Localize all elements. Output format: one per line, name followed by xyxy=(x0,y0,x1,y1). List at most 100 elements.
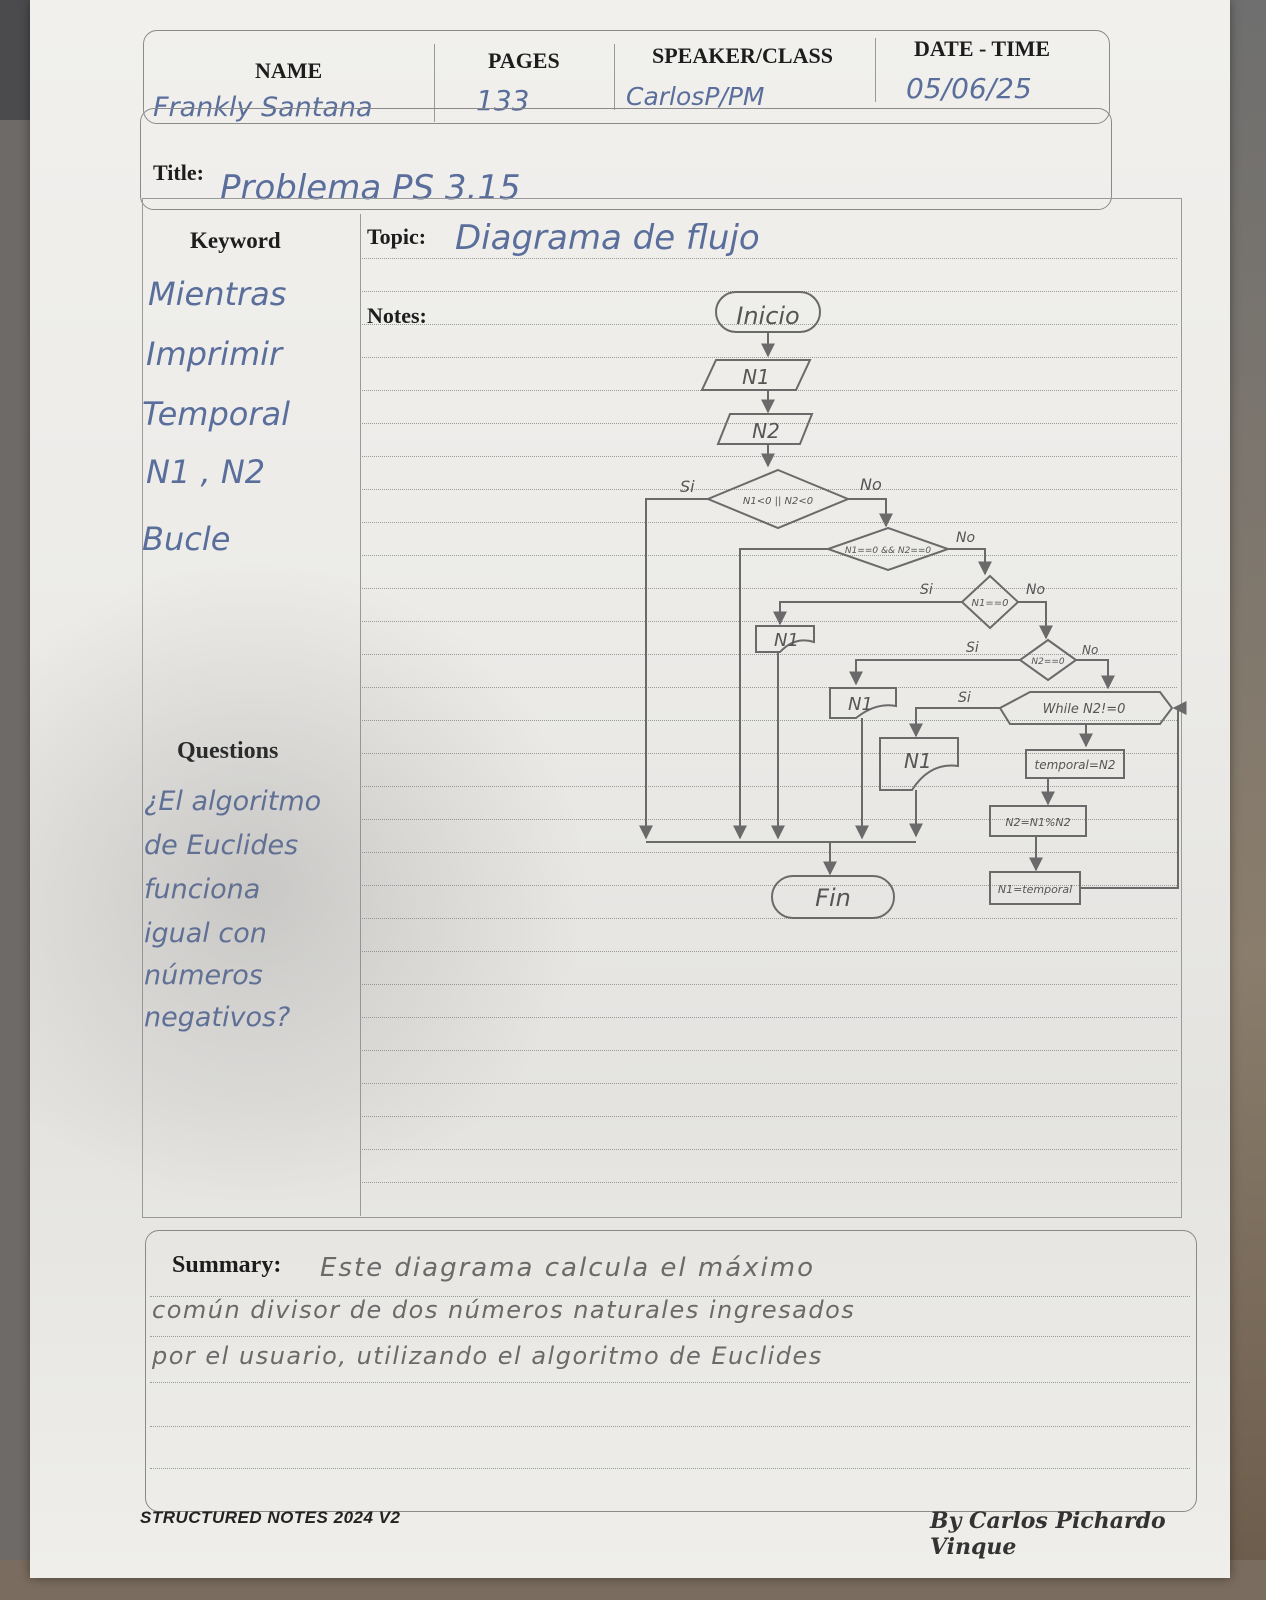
yes-label: Si xyxy=(920,582,933,598)
summary-line: Este diagrama calcula el máximo xyxy=(320,1253,815,1283)
title-label: Title: xyxy=(153,160,204,185)
notes-rule-line xyxy=(362,522,1177,523)
decision-n1-zero-text: N1==0 xyxy=(972,598,1009,609)
input-n2 xyxy=(716,413,814,445)
summary-label: Summary: xyxy=(172,1252,282,1278)
keyword-item: Mientras xyxy=(148,275,287,313)
notes-rule-line xyxy=(362,621,1177,622)
notes-rule-line xyxy=(362,885,1177,886)
notes-rule-line xyxy=(362,588,1177,589)
start-text: Inicio xyxy=(736,302,800,330)
no-label: No xyxy=(1026,582,1045,598)
footer-author: By Carlos Pichardo Vinque xyxy=(930,1508,1166,1560)
decision-n2-zero xyxy=(1018,638,1078,682)
notes-rule-line xyxy=(362,1017,1177,1018)
flow-arrow xyxy=(773,601,962,626)
end-terminal xyxy=(771,875,895,919)
keyword-item: Temporal xyxy=(142,395,290,433)
summary-rule-line xyxy=(150,1468,1190,1469)
flow-arrow xyxy=(948,548,992,576)
notes-rule-line xyxy=(362,555,1177,556)
process-temporal xyxy=(1025,749,1125,779)
decision-both-zero-text: N1==0 && N2==0 xyxy=(845,546,932,556)
notes-rule-line xyxy=(362,753,1177,754)
date-label: DATE - TIME xyxy=(914,36,1051,61)
title-box xyxy=(140,108,1112,210)
flow-arrow xyxy=(909,707,1000,738)
decision-n2-zero-text: N2==0 xyxy=(1031,657,1065,667)
flow-arrow xyxy=(733,548,828,840)
summary-line: por el usuario, utilizando el algoritmo … xyxy=(152,1342,823,1370)
end-text: Fin xyxy=(815,884,851,912)
keyword-item: Bucle xyxy=(142,520,231,558)
notes-rule-line xyxy=(362,1182,1177,1183)
no-label: No xyxy=(956,530,975,546)
notes-rule-line xyxy=(362,951,1177,952)
summary-rule-line xyxy=(150,1296,1190,1297)
flow-arrow xyxy=(639,498,708,840)
process-mod-text: N2=N1%N2 xyxy=(1005,816,1070,829)
output-c-text: N1 xyxy=(904,749,932,773)
question-line: ¿El algoritmo xyxy=(144,786,322,817)
decision-negative xyxy=(705,468,851,530)
speaker-label: SPEAKER/CLASS xyxy=(652,43,833,68)
output-a-text: N1 xyxy=(774,630,799,651)
input-n2-text: N2 xyxy=(752,419,780,443)
question-line: de Euclides xyxy=(144,830,299,861)
decision-negative-text: N1<0 || N2<0 xyxy=(743,496,813,507)
yes-label: Si xyxy=(680,477,695,496)
flow-arrow xyxy=(1076,659,1115,690)
flow-arrow xyxy=(848,498,893,528)
notes-rule-line xyxy=(362,489,1177,490)
notes-sheet: NAME PAGES SPEAKER/CLASS DATE - TIME Fra… xyxy=(30,0,1230,1578)
flow-arrow xyxy=(849,659,1020,686)
speaker-value: CarlosP/PM xyxy=(626,82,765,111)
notes-rule-line xyxy=(362,324,1177,325)
pages-label: PAGES xyxy=(488,48,560,73)
notes-rule-line xyxy=(362,357,1177,358)
yes-label: Si xyxy=(966,640,979,656)
process-assign-text: N1=temporal xyxy=(998,883,1072,896)
question-line: funciona xyxy=(144,874,261,905)
output-c xyxy=(879,737,959,791)
output-b xyxy=(829,687,897,719)
decision-n1-zero xyxy=(960,574,1020,630)
notes-label: Notes: xyxy=(367,303,427,328)
question-line: números xyxy=(144,960,263,991)
summary-rule-line xyxy=(150,1382,1190,1383)
decision-both-zero xyxy=(824,526,952,572)
questions-label: Questions xyxy=(177,738,279,764)
notes-rule-line xyxy=(362,654,1177,655)
process-mod xyxy=(989,805,1087,837)
header-box xyxy=(143,30,1110,124)
question-line: negativos? xyxy=(144,1002,291,1033)
notes-rule-line xyxy=(362,819,1177,820)
summary-box xyxy=(145,1230,1197,1512)
pages-value: 133 xyxy=(476,84,530,117)
flow-arrow xyxy=(1018,601,1053,640)
name-value: Frankly Santana xyxy=(153,92,373,123)
input-n1-text: N1 xyxy=(742,365,770,389)
topic-value: Diagrama de flujo xyxy=(455,218,760,258)
summary-rule-line xyxy=(150,1426,1190,1427)
loop-back-arrow xyxy=(1080,701,1187,889)
notes-rule-line xyxy=(362,852,1177,853)
yes-label: Si xyxy=(958,690,971,706)
title-value: Problema PS 3.15 xyxy=(220,168,521,208)
topic-label: Topic: xyxy=(367,224,427,249)
notes-rule-line xyxy=(362,423,1177,424)
notes-rule-line xyxy=(362,918,1177,919)
notes-rule-line xyxy=(362,1116,1177,1117)
header-divider xyxy=(614,44,615,110)
input-n1 xyxy=(700,359,812,391)
keyword-column-divider xyxy=(360,214,361,1216)
header-divider xyxy=(434,44,435,122)
notes-rule-line xyxy=(362,258,1177,259)
notes-rule-line xyxy=(362,1083,1177,1084)
summary-rule-line xyxy=(150,1336,1190,1337)
notes-rule-line xyxy=(362,1050,1177,1051)
summary-line: común divisor de dos números naturales i… xyxy=(152,1296,856,1324)
output-a xyxy=(755,625,815,653)
process-temporal-text: temporal=N2 xyxy=(1034,758,1115,772)
notes-rule-line xyxy=(362,720,1177,721)
